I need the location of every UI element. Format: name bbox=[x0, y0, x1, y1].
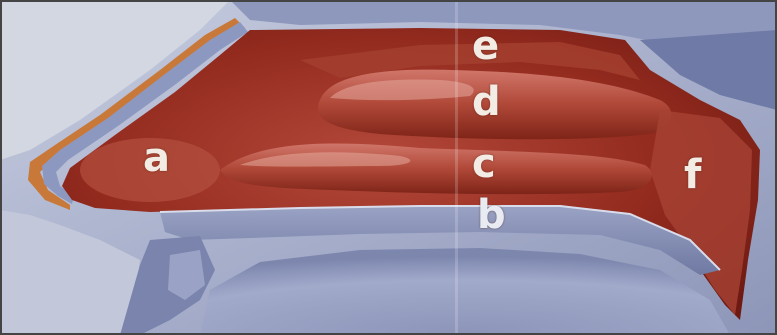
label-c: c bbox=[472, 144, 496, 184]
label-a: a bbox=[143, 138, 170, 178]
label-e: e bbox=[472, 26, 499, 66]
vertical-highlight bbox=[455, 0, 458, 335]
label-f: f bbox=[684, 155, 701, 195]
label-d: d bbox=[472, 82, 501, 122]
label-b: b bbox=[477, 195, 506, 235]
